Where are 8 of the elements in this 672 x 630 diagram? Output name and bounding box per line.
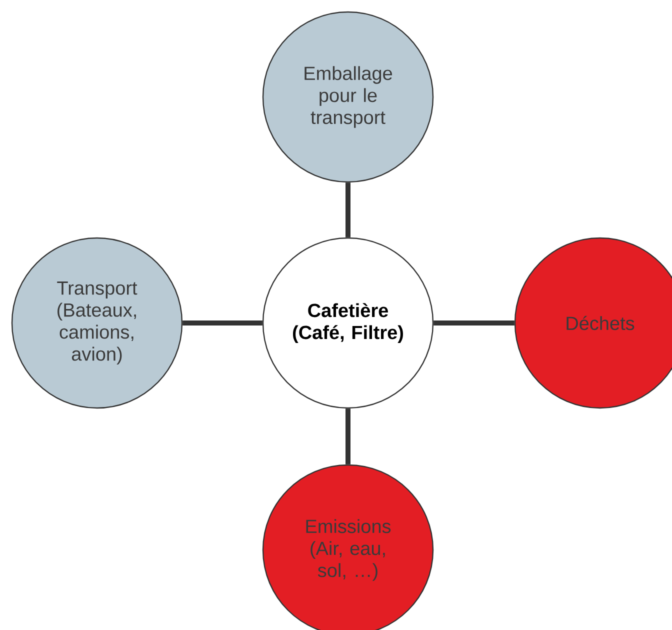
connector-line bbox=[434, 320, 514, 326]
circle-node: Emissions (Air, eau, sol, …) bbox=[262, 464, 434, 630]
circle-node: Transport (Bateaux, camions, avion) bbox=[11, 237, 183, 409]
connector-line bbox=[346, 408, 350, 464]
connector-line bbox=[182, 320, 262, 326]
connector-line bbox=[346, 182, 350, 238]
circle-node: Emballage pour le transport bbox=[262, 11, 434, 183]
circle-node: Déchets bbox=[514, 237, 672, 409]
